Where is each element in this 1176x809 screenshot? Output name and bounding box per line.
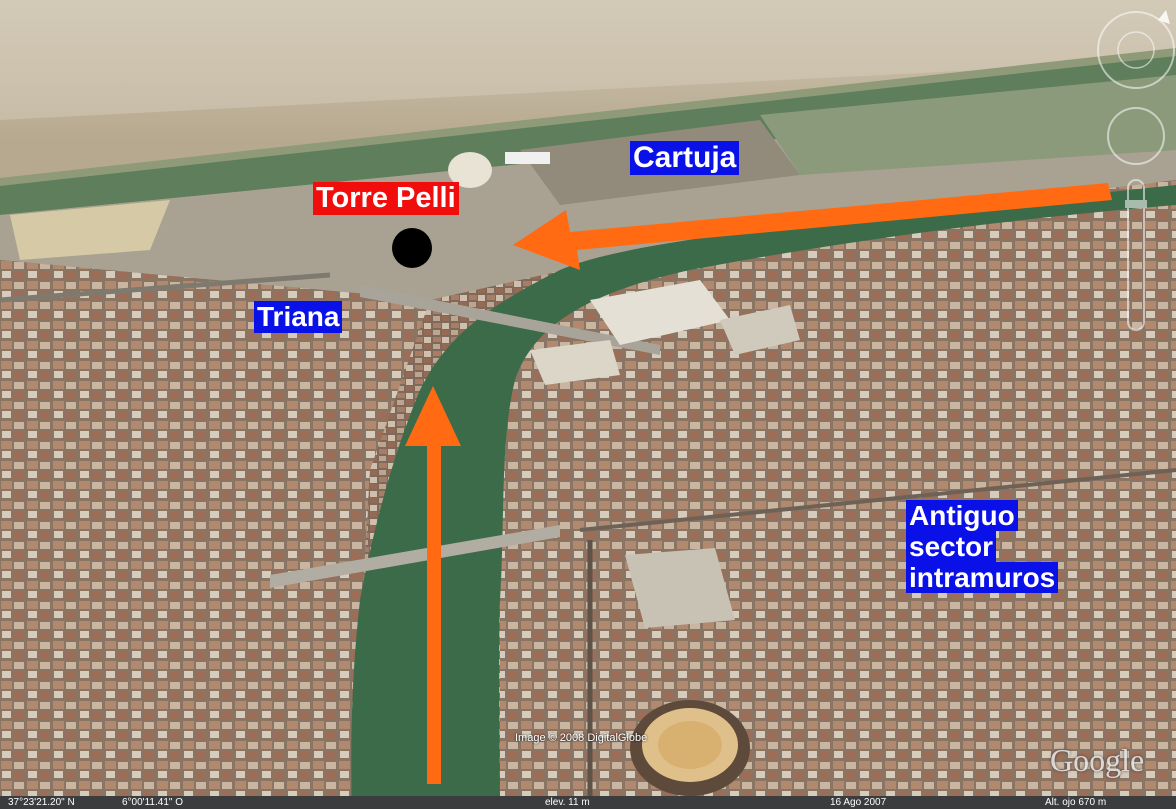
label-line-3: intramuros [906,562,1059,593]
status-bar: 37°23'21.20" N 6°00'11.41" O elev. 11 m … [0,796,1176,809]
label-cartuja: Cartuja [630,141,740,175]
zoom-slider-icon [1127,179,1145,331]
imagery-credit: Image © 2008 DigitalGlobe [515,732,648,744]
compass-icon [1097,11,1175,89]
eye-altitude-readout: Alt. ojo 670 m [1045,797,1107,808]
label-line-2: sector [906,531,997,562]
location-marker-icon [392,228,432,268]
label-torre-pelli: Torre Pelli [313,182,459,215]
label-antiguo-sector-intramuros: Antiguo sector intramuros [906,500,1059,593]
longitude-readout: 6°00'11.41" O [122,797,183,808]
latitude-readout: 37°23'21.20" N [8,797,75,808]
look-joystick-icon [1107,107,1165,165]
label-line-1: Antiguo [906,500,1018,531]
navigation-controls [1097,11,1175,331]
arrow-icon [405,183,1112,784]
google-logo: Google [1050,742,1145,778]
label-triana: Triana [254,301,343,333]
elevation-readout: elev. 11 m [545,797,590,808]
imagery-date: 16 Ago 2007 [830,797,887,808]
